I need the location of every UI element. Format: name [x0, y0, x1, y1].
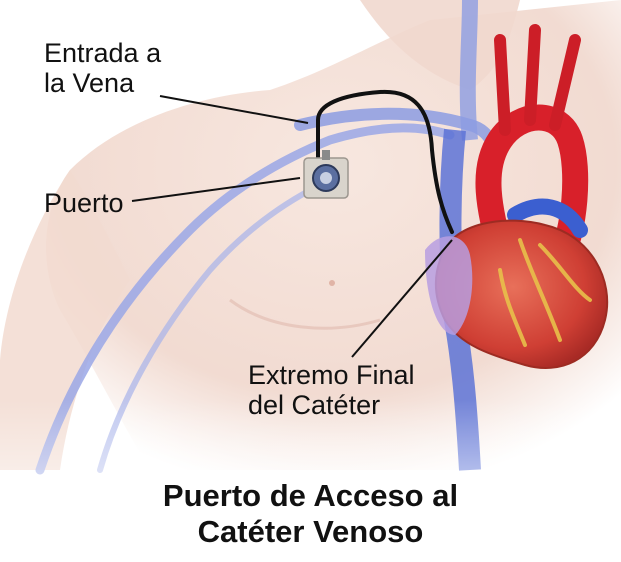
diagram-title: Puerto de Acceso al Catéter Venoso	[0, 478, 621, 550]
nipple	[329, 280, 335, 286]
label-puerto: Puerto	[44, 188, 124, 218]
label-extremo-cateter: Extremo Final del Catéter	[248, 360, 415, 420]
label-entrada-vena: Entrada a la Vena	[44, 38, 161, 98]
jugular-vein	[468, 0, 470, 140]
